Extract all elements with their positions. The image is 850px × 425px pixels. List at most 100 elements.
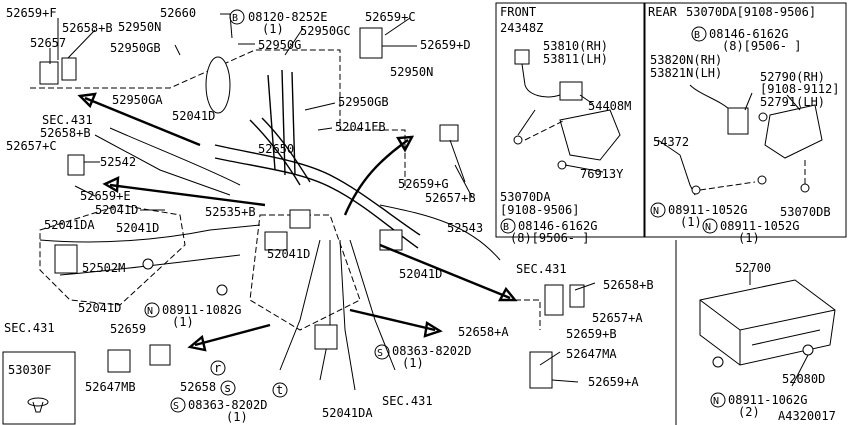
part-label: 52647MA (566, 347, 617, 361)
part-label: 52950N (390, 65, 433, 79)
part-label: (8)[9506- ] (510, 231, 589, 245)
part-label: 52647MB (85, 380, 136, 394)
part-label: 52041D (399, 267, 442, 281)
catalog-number: A4320017 (778, 409, 836, 423)
marker-n-1: N (147, 306, 153, 317)
part-label: 52080D (782, 372, 825, 386)
part-label: 53811(LH) (543, 52, 608, 66)
part-label: 52659+C (365, 10, 416, 24)
part-label: 52659+F (6, 6, 57, 20)
marker-b-1: B (232, 13, 238, 24)
marker-s-2: S (173, 401, 179, 412)
part-label: 52041D (116, 221, 159, 235)
part-label: 52041DA (322, 406, 373, 420)
part-label: 54408M (588, 99, 631, 113)
part-label: [9108-9506] (500, 203, 579, 217)
marker-n-2: N (653, 206, 659, 217)
part-label: (1) (680, 215, 702, 229)
part-label: (1) (738, 231, 760, 245)
part-label: 52658+B (40, 126, 91, 140)
part-label: 54372 (653, 135, 689, 149)
part-label: 52502M (82, 261, 125, 275)
part-label: 52543 (447, 221, 483, 235)
part-label: 24348Z (500, 21, 543, 35)
part-label: 52658 (180, 380, 216, 394)
marker-b-3: B (694, 30, 700, 41)
control-unit-drawing (699, 279, 836, 368)
part-label: 53070DA[9108-9506] (686, 5, 816, 19)
part-label: 08120-8252E (248, 10, 327, 24)
marker-b-2: B (503, 222, 509, 233)
part-label: 53810(RH) (543, 39, 608, 53)
part-label: (1) (172, 315, 194, 329)
rear-panel-drawing (679, 84, 823, 196)
panel-title-rear: REAR (648, 5, 678, 19)
letter-marker: r (214, 361, 221, 375)
part-label: 53070DA (500, 190, 551, 204)
part-labels: FRONT REAR A4320017 52659+F 52658+B 5265… (4, 5, 839, 424)
part-label: 52658+B (62, 21, 113, 35)
part-label: 52659+B (566, 327, 617, 341)
part-label: 52041FB (335, 120, 386, 134)
part-label: 53820N(RH) (650, 53, 722, 67)
part-label: 08146-6162G (709, 27, 788, 41)
part-label: 08911-1052G (668, 203, 747, 217)
letter-marker: t (276, 383, 283, 397)
part-label: 52659+G (398, 177, 449, 191)
part-label: 52659+A (588, 375, 639, 389)
part-label: 52950GB (110, 41, 161, 55)
part-label: 52790(RH) (760, 70, 825, 84)
part-label: (2) (738, 405, 760, 419)
part-label: 52950N (118, 20, 161, 34)
part-label: 53821N(LH) (650, 66, 722, 80)
part-label: (1) (226, 410, 248, 424)
part-label: 52041D (95, 203, 138, 217)
part-label: 52657+A (592, 311, 643, 325)
part-label: 52542 (100, 155, 136, 169)
part-label: 52659 (110, 322, 146, 336)
marker-n-5: N (713, 396, 719, 407)
part-label: 52659+D (420, 38, 471, 52)
marker-n-3: N (705, 222, 711, 233)
part-label: SEC.431 (516, 262, 567, 276)
direction-arrows (77, 92, 518, 352)
part-label: 52041D (172, 109, 215, 123)
panel-title-front: FRONT (500, 5, 536, 19)
part-label: 52658+B (603, 278, 654, 292)
part-label: 52659+E (80, 189, 131, 203)
part-label: (8)[9506- ] (722, 39, 801, 53)
part-label: 08911-1052G (720, 219, 799, 233)
part-label: 76913Y (580, 167, 624, 181)
part-label: 52950G (258, 38, 301, 52)
part-label: 52657+C (6, 139, 57, 153)
clip-drawing (27, 397, 49, 413)
part-label: 52700 (735, 261, 771, 275)
part-label: 08911-1062G (728, 393, 807, 407)
part-label: 53070DB (780, 205, 831, 219)
part-label: 08146-6162G (518, 219, 597, 233)
part-label: SEC.431 (382, 394, 433, 408)
part-label: 52657 (30, 36, 66, 50)
part-label: (1) (402, 356, 424, 370)
part-label: 52950GB (338, 95, 389, 109)
part-label: 52041D (267, 247, 310, 261)
part-label: 52791(LH) (760, 95, 825, 109)
part-label: 08363-8202D (392, 344, 471, 358)
part-label: 52950GC (300, 24, 351, 38)
part-label: 52535+B (205, 205, 256, 219)
harness-drawing (30, 27, 585, 398)
marker-s-1: S (377, 348, 383, 359)
part-label: 08911-1082G (162, 303, 241, 317)
part-label: 52657+B (425, 191, 476, 205)
part-label: 52041D (78, 301, 121, 315)
part-label: 52041DA (44, 218, 95, 232)
leader-lines (49, 13, 809, 387)
part-label: SEC.431 (4, 321, 55, 335)
part-label: 08363-8202D (188, 398, 267, 412)
part-label: [9108-9112] (760, 82, 839, 96)
letter-marker: s (224, 381, 231, 395)
part-label: SEC.431 (42, 113, 93, 127)
part-label: 52658+A (458, 325, 509, 339)
